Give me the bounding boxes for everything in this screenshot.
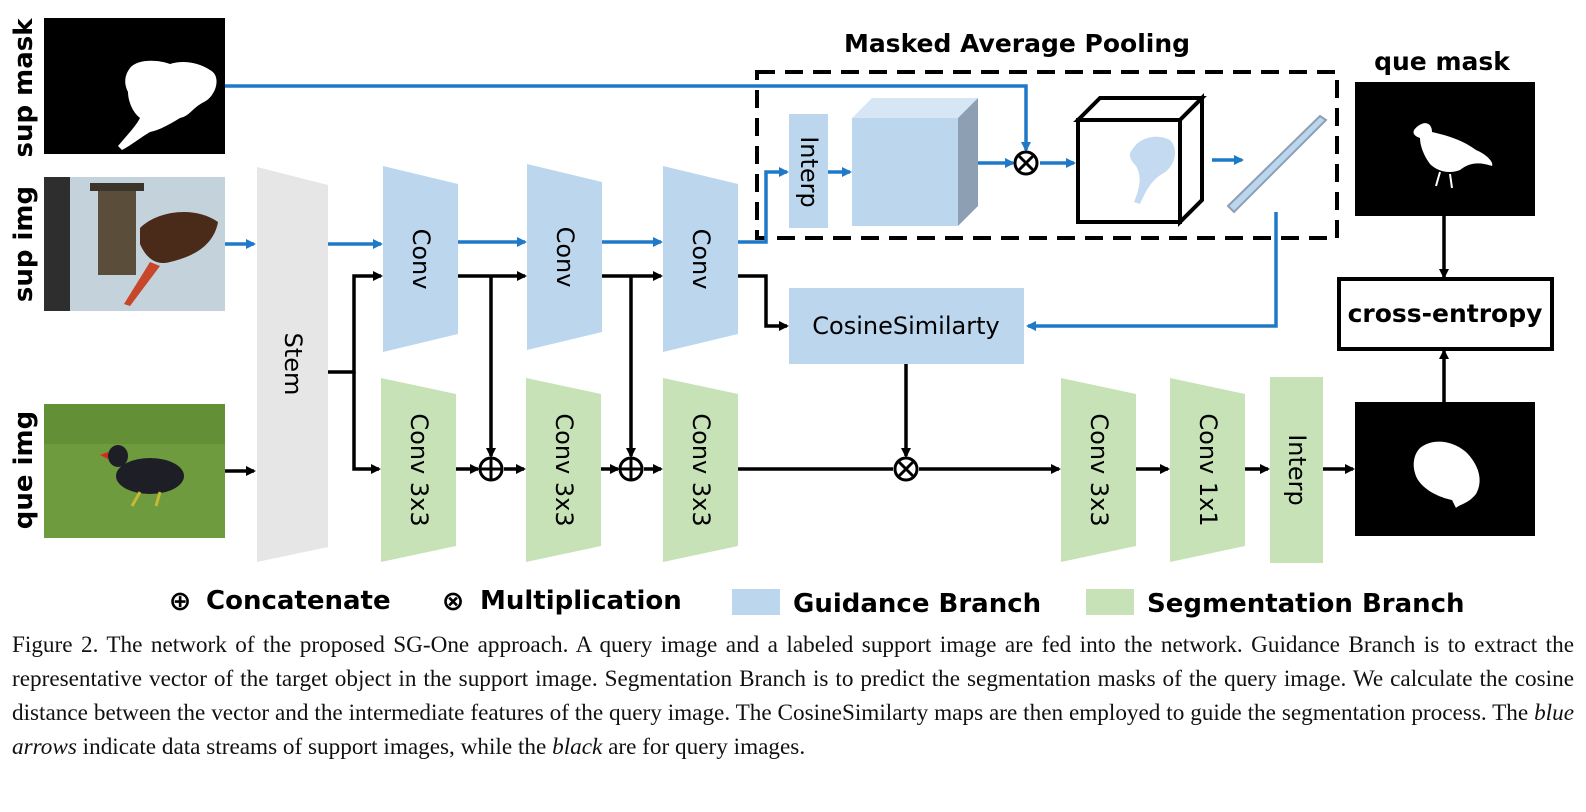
caption-italic-black: black bbox=[552, 734, 603, 760]
que-mask-label: que mask bbox=[1374, 47, 1511, 76]
map-dashed-box bbox=[755, 70, 1339, 240]
stem-label: Stem bbox=[279, 333, 307, 396]
guidance-conv-3 bbox=[663, 166, 738, 352]
figure-caption: Figure 2. The network of the proposed SG… bbox=[12, 628, 1574, 764]
stem-block bbox=[257, 167, 328, 562]
legend-mult-label: Multiplication bbox=[480, 586, 682, 616]
guidance-conv-2-label: Conv bbox=[551, 227, 579, 288]
network-diagram: sup mask sup img que img Stem Conv Conv … bbox=[9, 18, 1554, 619]
segmentation-interp bbox=[1270, 377, 1323, 563]
feature-cube bbox=[852, 98, 978, 226]
predicted-mask-image bbox=[1355, 402, 1535, 536]
masked-feature-cube bbox=[1073, 93, 1207, 227]
segmentation-conv1x1 bbox=[1170, 378, 1245, 562]
segmentation-conv3x3-1-label: Conv 3x3 bbox=[405, 413, 433, 526]
guidance-conv-3-label: Conv bbox=[687, 229, 715, 290]
sup-mask-label: sup mask bbox=[9, 18, 39, 158]
caption-text-1: Figure 2. The network of the proposed SG… bbox=[12, 632, 1574, 726]
segmentation-interp-label: Interp bbox=[1283, 434, 1311, 506]
query-image bbox=[44, 404, 225, 538]
legend: ⊕ Concatenate ⊗ Multiplication Guidance … bbox=[169, 586, 1465, 619]
multiply-op-seg bbox=[893, 456, 919, 482]
concat-op-1 bbox=[478, 456, 504, 482]
segmentation-conv3x3-3-label: Conv 3x3 bbox=[687, 413, 715, 526]
legend-concat-symbol: ⊕ bbox=[169, 586, 192, 617]
support-image bbox=[44, 177, 225, 311]
segmentation-conv1x1-label: Conv 1x1 bbox=[1194, 413, 1222, 526]
segmentation-conv3x3-1 bbox=[381, 378, 456, 562]
caption-text-3: are for query images. bbox=[602, 734, 806, 760]
query-mask-gt-image bbox=[1355, 82, 1535, 216]
cosine-similarity-label: CosineSimilarty bbox=[812, 312, 999, 340]
segmentation-conv3x3-4-label: Conv 3x3 bbox=[1085, 413, 1113, 526]
map-interp-block bbox=[789, 114, 828, 228]
guidance-conv-1 bbox=[383, 166, 458, 352]
cross-entropy-label: cross-entropy bbox=[1348, 299, 1543, 328]
legend-guidance-swatch bbox=[732, 589, 780, 615]
legend-concat-label: Concatenate bbox=[206, 586, 391, 616]
segmentation-conv3x3-4 bbox=[1061, 378, 1136, 562]
concat-op-2 bbox=[618, 456, 644, 482]
legend-guidance-label: Guidance Branch bbox=[793, 589, 1041, 619]
cross-entropy-box bbox=[1337, 277, 1554, 351]
caption-italic-blue-arrows: blue arrows bbox=[12, 700, 1574, 760]
legend-segmentation-swatch bbox=[1086, 589, 1134, 615]
map-title: Masked Average Pooling bbox=[844, 29, 1190, 58]
segmentation-conv3x3-2-label: Conv 3x3 bbox=[550, 413, 578, 526]
representative-vector bbox=[1226, 114, 1328, 214]
legend-segmentation-label: Segmentation Branch bbox=[1147, 589, 1465, 619]
segmentation-conv3x3-3 bbox=[663, 378, 738, 562]
sup-img-label: sup img bbox=[9, 186, 39, 302]
caption-text-2: indicate data streams of support images,… bbox=[76, 734, 553, 760]
support-mask-image bbox=[44, 18, 225, 154]
multiply-op-map bbox=[1013, 150, 1039, 176]
que-img-label: que img bbox=[9, 411, 39, 529]
legend-mult-symbol: ⊗ bbox=[442, 586, 465, 617]
map-interp-label: Interp bbox=[795, 136, 823, 208]
cosine-similarity-block bbox=[789, 288, 1024, 364]
guidance-conv-2 bbox=[527, 164, 602, 350]
guidance-conv-1-label: Conv bbox=[407, 229, 435, 290]
blue-arrows bbox=[225, 84, 1278, 331]
black-arrows bbox=[225, 216, 1449, 476]
segmentation-conv3x3-2 bbox=[526, 378, 601, 562]
